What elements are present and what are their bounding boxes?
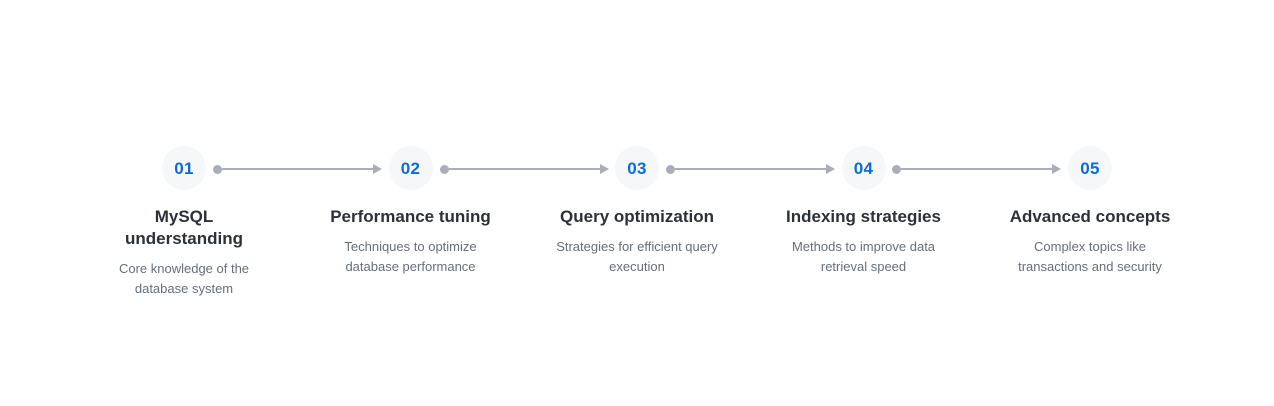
step-item-05[interactable]: 05 Advanced concepts Complex topics like… (977, 146, 1203, 277)
connector-dot-icon (213, 164, 222, 174)
connector-dot-icon (440, 164, 449, 174)
connector-line (449, 168, 600, 170)
step-number: 02 (400, 158, 421, 178)
step-number: 03 (627, 158, 647, 178)
connector-04-to-05 (892, 163, 1070, 175)
connector-dot-icon (666, 164, 675, 174)
step-badge-02: 02 (388, 146, 433, 190)
step-description: Methods to improve data retrieval speed (791, 239, 936, 274)
connector-line (675, 168, 826, 170)
step-badge-05: 05 (1068, 146, 1112, 190)
step-description: Complex topics like transactions and sec… (1018, 239, 1162, 274)
step-item-01[interactable]: 01 MySQL understanding Core knowledge of… (71, 146, 297, 299)
step-item-03[interactable]: 03 Query optimization Strategies for eff… (524, 146, 750, 277)
connector-02-to-03 (440, 163, 618, 175)
step-badge-03: 03 (615, 146, 659, 190)
arrow-right-icon (1052, 164, 1070, 174)
arrow-right-icon (600, 164, 618, 174)
connector-03-to-04 (666, 163, 844, 175)
connector-01-to-02 (213, 163, 391, 175)
connector-dot-icon (892, 164, 901, 174)
step-number: 01 (174, 158, 194, 178)
step-list: 01 MySQL understanding Core knowledge of… (71, 146, 1203, 299)
step-number: 05 (1080, 158, 1100, 178)
step-badge-04: 04 (841, 146, 886, 190)
step-title: Indexing strategies (786, 207, 941, 226)
step-description: Techniques to optimize database performa… (344, 239, 477, 274)
step-title: MySQL understanding (124, 207, 244, 248)
step-badge-01: 01 (162, 146, 206, 190)
step-title: Performance tuning (330, 207, 491, 226)
step-item-02[interactable]: 02 Performance tuning Techniques to opti… (298, 146, 524, 277)
step-title: Query optimization (560, 207, 714, 226)
step-description: Core knowledge of the database system (118, 261, 250, 296)
step-number: 04 (853, 158, 874, 178)
step-title: Advanced concepts (1009, 207, 1171, 226)
connector-line (222, 168, 373, 170)
arrow-right-icon (826, 164, 844, 174)
arrow-right-icon (373, 164, 391, 174)
step-item-04[interactable]: 04 Indexing strategies Methods to improv… (751, 146, 977, 277)
connector-line (901, 168, 1052, 170)
step-description: Strategies for efficient query execution (556, 239, 718, 274)
